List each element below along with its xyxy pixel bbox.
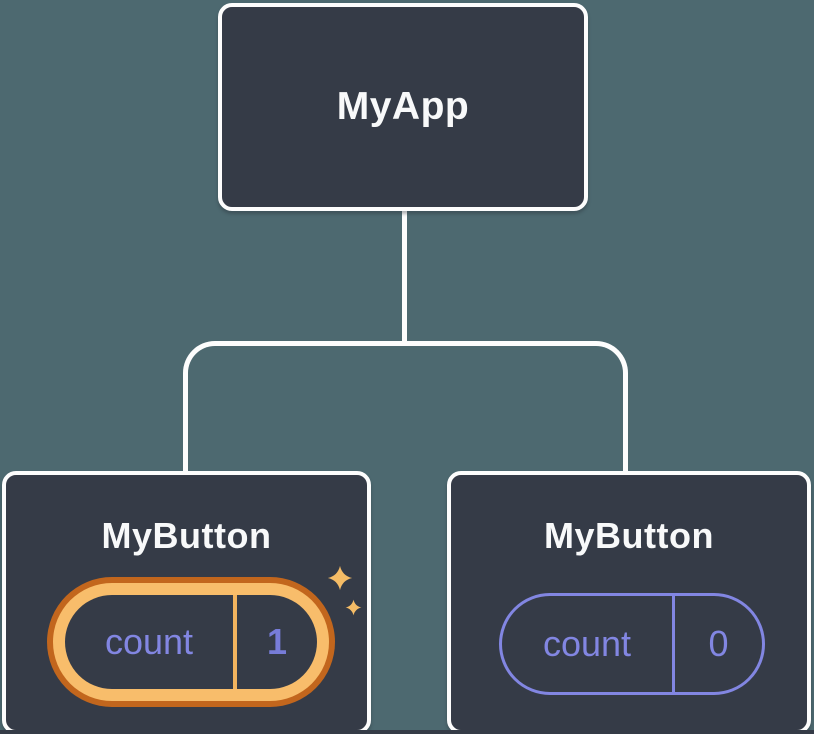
node-mybutton-right: MyButton count 0 bbox=[447, 471, 811, 734]
node-mybutton-left-label: MyButton bbox=[101, 515, 272, 556]
node-mybutton-right-label: MyButton bbox=[544, 515, 714, 556]
state-key: count bbox=[104, 621, 194, 662]
state-pill-highlighted: count 1 bbox=[47, 577, 335, 707]
state-pill-plain: count 0 bbox=[499, 593, 765, 695]
state-key: count bbox=[542, 623, 632, 664]
state-value: 1 bbox=[266, 621, 288, 662]
edge-branch-bracket bbox=[183, 341, 628, 471]
state-pill-divider bbox=[672, 596, 675, 692]
sparkle-icon bbox=[327, 565, 353, 591]
node-myapp-label: MyApp bbox=[336, 85, 470, 128]
state-pill-highlight-ring: count 1 bbox=[53, 583, 329, 701]
node-mybutton-left: MyButton count 1 bbox=[2, 471, 371, 734]
state-value: 0 bbox=[708, 623, 729, 664]
state-pill-inner: count 1 bbox=[65, 595, 317, 689]
bottom-crop-strip bbox=[0, 730, 814, 734]
state-pill-divider bbox=[233, 595, 237, 689]
node-myapp: MyApp bbox=[218, 3, 588, 211]
sparkle-icon-small bbox=[345, 599, 362, 616]
edge-root-to-branch bbox=[402, 211, 407, 344]
